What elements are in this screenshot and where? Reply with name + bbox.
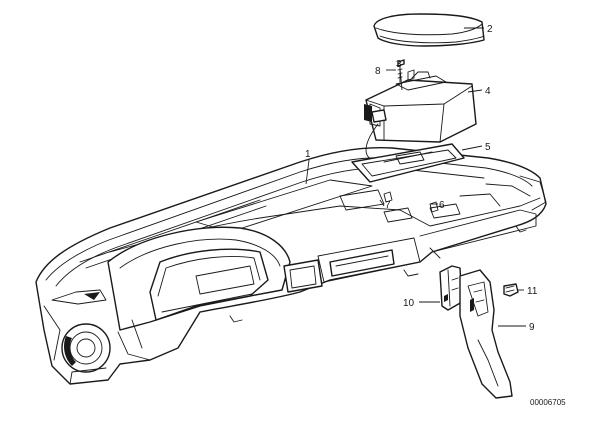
callout-2: 2 — [487, 24, 493, 35]
callout-4: 4 — [485, 86, 491, 97]
leader-5 — [461, 145, 483, 151]
leader-1 — [305, 159, 310, 185]
clip-3 — [407, 69, 415, 81]
callout-10: 10 — [403, 298, 415, 309]
dashboard-panel — [35, 146, 547, 385]
reference-number: 00006705 — [530, 398, 566, 407]
side-trim-panel-9 — [459, 269, 513, 399]
bracket-10 — [439, 265, 463, 311]
leader-lines — [305, 27, 526, 327]
cover-lid — [373, 13, 485, 47]
callout-11: 11 — [527, 286, 538, 297]
callout-7: 7 — [385, 200, 391, 211]
clip-7 — [383, 191, 393, 203]
callout-6: 6 — [439, 200, 445, 211]
leader-7 — [379, 199, 385, 207]
callout-1: 1 — [305, 149, 311, 160]
bezel-frame — [351, 143, 465, 183]
callout-5: 5 — [485, 142, 491, 153]
callout-labels: 1 2 3 4 5 6 7 8 9 10 11 — [305, 24, 538, 333]
callout-3: 3 — [396, 59, 402, 70]
module-housing — [364, 71, 477, 162]
callout-9: 9 — [529, 322, 535, 333]
clip-6 — [429, 201, 439, 213]
leader-3 — [399, 67, 403, 91]
clip-11 — [503, 283, 519, 297]
leader-4 — [467, 89, 483, 93]
callout-8: 8 — [375, 66, 381, 77]
